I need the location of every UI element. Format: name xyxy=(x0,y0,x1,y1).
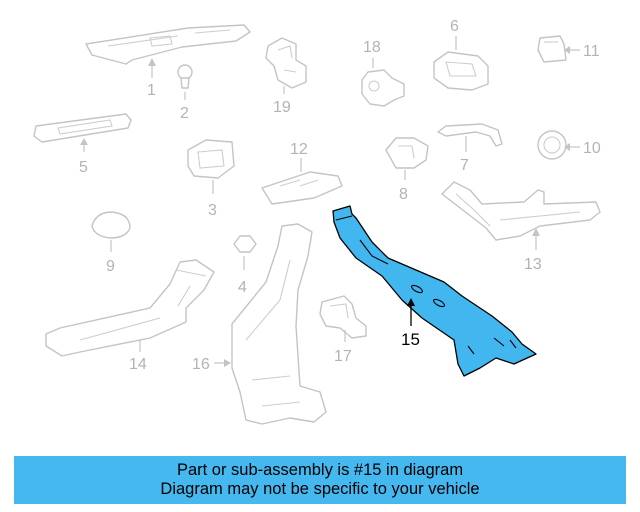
callout-3: 3 xyxy=(208,202,217,219)
part-3[interactable]: 3 xyxy=(187,139,235,219)
callout-8: 8 xyxy=(399,186,408,203)
callout-2: 2 xyxy=(180,105,189,122)
banner-line-1: Part or sub-assembly is #15 in diagram xyxy=(176,461,464,479)
callout-9: 9 xyxy=(106,258,115,275)
part-10[interactable]: 10 xyxy=(537,130,601,160)
callout-14: 14 xyxy=(129,356,147,373)
banner-line-2: Diagram may not be specific to your vehi… xyxy=(160,480,480,498)
part-8[interactable]: 8 xyxy=(385,137,429,203)
callout-13: 13 xyxy=(524,256,542,273)
callout-12: 12 xyxy=(290,141,308,158)
callout-7: 7 xyxy=(460,157,469,174)
part-6[interactable]: 6 xyxy=(433,18,489,91)
part-17[interactable]: 17 xyxy=(319,295,367,365)
callout-4: 4 xyxy=(238,279,247,296)
part-1[interactable]: 1 xyxy=(85,24,251,99)
part-18[interactable]: 18 xyxy=(361,39,405,107)
callout-11: 11 xyxy=(583,43,600,60)
part-13[interactable]: 13 xyxy=(441,181,601,273)
part-16[interactable]: 16 xyxy=(192,223,327,425)
part-19[interactable]: 19 xyxy=(265,37,307,116)
callout-6: 6 xyxy=(450,18,459,35)
callout-19: 19 xyxy=(273,99,291,116)
callout-10: 10 xyxy=(583,140,601,157)
part-7[interactable]: 7 xyxy=(437,123,503,174)
part-4[interactable]: 4 xyxy=(233,235,257,296)
parts-diagram: 1 2 5 19 18 6 11 xyxy=(33,18,601,425)
callout-18: 18 xyxy=(363,39,381,56)
part-9[interactable]: 9 xyxy=(91,211,131,275)
callout-15: 15 xyxy=(401,330,420,349)
callout-1: 1 xyxy=(147,82,156,99)
part-15-highlighted[interactable]: 15 xyxy=(332,205,537,377)
callout-5: 5 xyxy=(79,159,88,176)
info-banner: Part or sub-assembly is #15 in diagram D… xyxy=(14,456,626,504)
callout-17: 17 xyxy=(334,348,352,365)
part-11[interactable]: 11 xyxy=(537,35,600,63)
part-14[interactable]: 14 xyxy=(45,259,215,373)
callout-16: 16 xyxy=(192,356,210,373)
part-2[interactable]: 2 xyxy=(177,64,193,122)
part-12[interactable]: 12 xyxy=(261,141,343,205)
part-5[interactable]: 5 xyxy=(33,113,132,176)
